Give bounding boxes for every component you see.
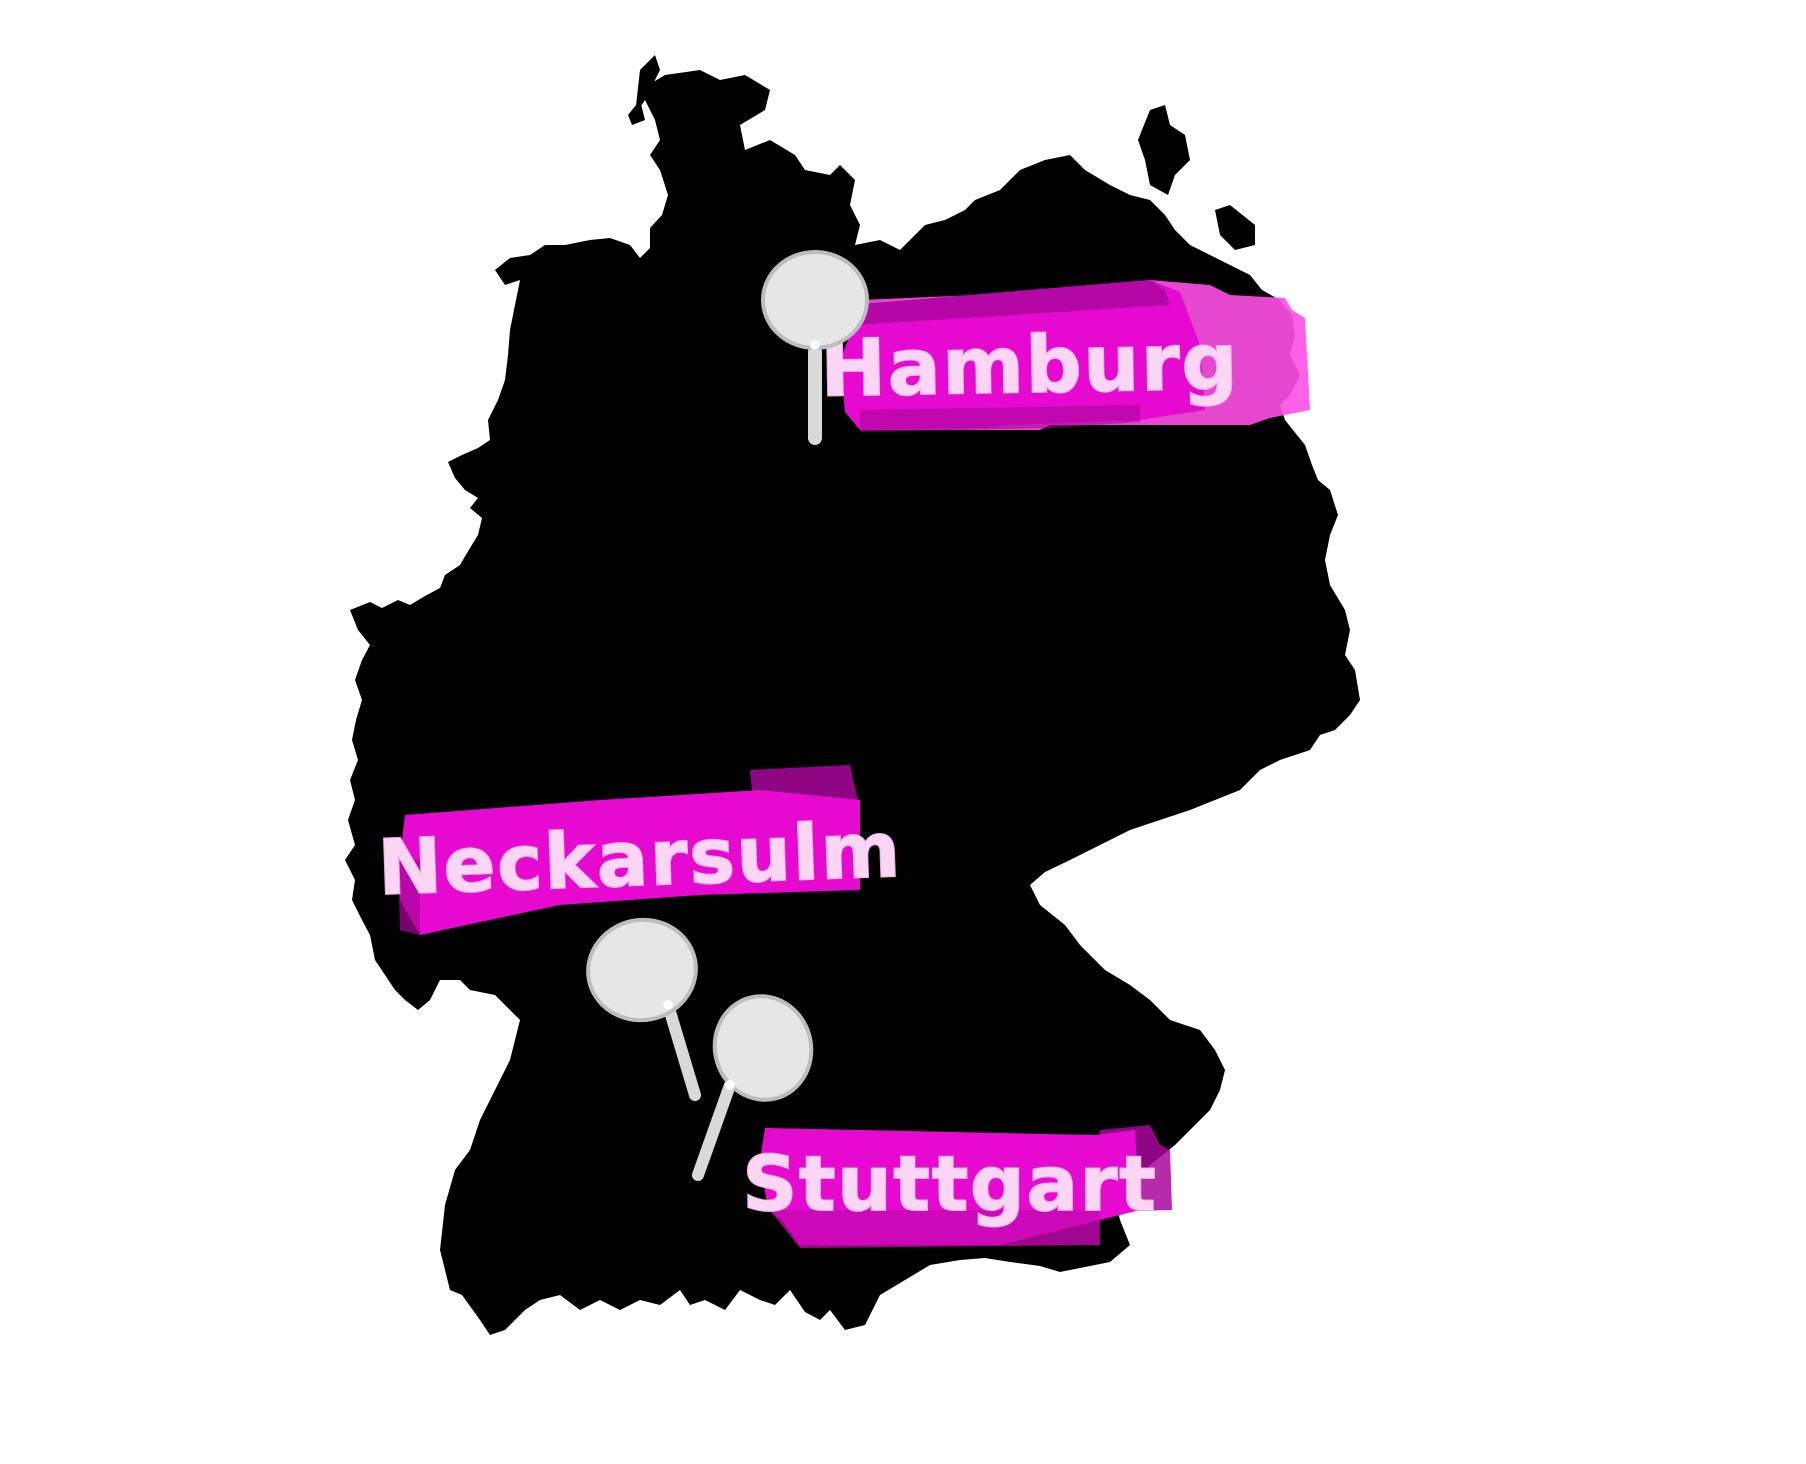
map-pin-hamburg-icon[interactable] <box>761 250 869 445</box>
marker-label-hamburg-text: Hamburg <box>820 317 1240 414</box>
banner-shadow-left <box>398 860 420 935</box>
marker-label-stuttgart-text: Stuttgart <box>742 1139 1157 1228</box>
banner-main-layer <box>398 790 860 935</box>
marker-label-neckarsulm: Neckarsulm <box>376 765 904 935</box>
banner-shadow-bottom <box>860 405 1140 432</box>
banner-shadow-top <box>850 280 1170 325</box>
banner-shadow-bottom <box>770 1210 1100 1248</box>
map-pin-stuttgart-icon[interactable] <box>692 985 823 1181</box>
marker-label-stuttgart: Stuttgart <box>741 1125 1172 1248</box>
marker-label-neckarsulm-text: Neckarsulm <box>377 805 904 912</box>
marker-label-hamburg: Hamburg <box>819 280 1310 432</box>
map-pin-neckarsulm-icon[interactable] <box>580 911 704 1101</box>
